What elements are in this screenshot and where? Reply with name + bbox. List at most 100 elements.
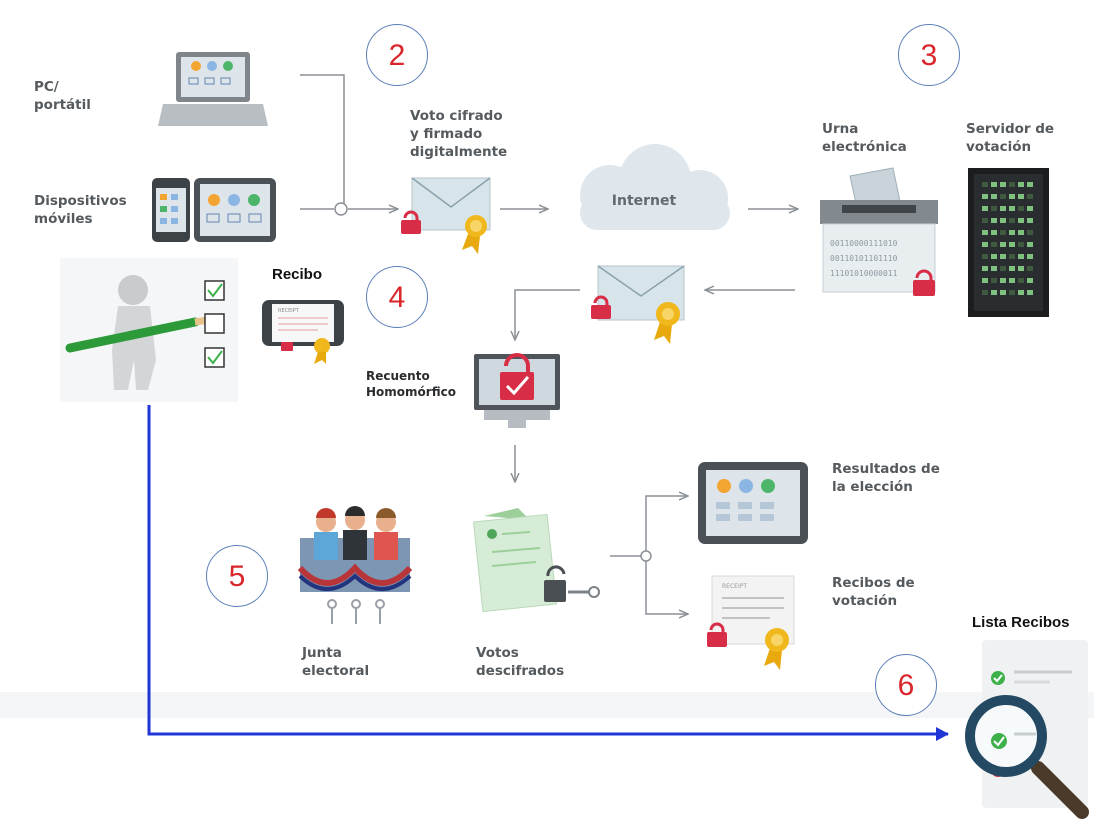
receipt-phone-icon: RECEIPT xyxy=(262,300,344,364)
checkbox-icon xyxy=(204,313,225,334)
people-icon xyxy=(297,506,413,592)
server-led xyxy=(982,242,988,247)
server-led xyxy=(991,206,997,211)
receipt-list-label: Lista Recibos xyxy=(972,614,1070,631)
decrypted-votes-icon xyxy=(472,508,558,613)
mobile-devices-label: Dispositivos móviles xyxy=(34,193,127,227)
server-led xyxy=(982,218,988,223)
server-led xyxy=(1000,254,1006,259)
receipt-word: RECEIPT xyxy=(722,583,747,590)
server-led xyxy=(1027,182,1033,187)
server-led xyxy=(1018,194,1024,199)
server-led xyxy=(991,278,997,283)
lock-icon xyxy=(401,210,421,234)
laptop-icon xyxy=(158,52,268,126)
tablet-icon xyxy=(194,178,276,242)
server-led xyxy=(982,206,988,211)
arrow-to-resultados xyxy=(645,496,688,556)
server-led xyxy=(1009,182,1015,187)
server-led xyxy=(1000,290,1006,295)
server-led xyxy=(1018,242,1024,247)
server-led xyxy=(1009,290,1015,295)
step-number-3: 3 xyxy=(898,24,960,86)
junction-node xyxy=(334,202,348,216)
server-led xyxy=(1000,278,1006,283)
server-led xyxy=(991,290,997,295)
server-led xyxy=(1027,230,1033,235)
ballot-box-label: Urna electrónica xyxy=(822,121,907,155)
arrow-to-recibos xyxy=(645,560,688,614)
server-led xyxy=(1018,230,1024,235)
blue-verification-arrow xyxy=(147,405,949,741)
server-led xyxy=(1018,278,1024,283)
binary-text: 11101010000011 xyxy=(830,269,898,278)
server-led xyxy=(982,278,988,283)
server-led xyxy=(991,230,997,235)
server-led xyxy=(1009,278,1015,283)
results-tablet-icon xyxy=(698,462,808,544)
server-led xyxy=(982,266,988,271)
voting-receipts-label: Recibos de votación xyxy=(832,575,915,609)
server-led xyxy=(1009,230,1015,235)
seal-icon xyxy=(654,302,680,344)
junction-node xyxy=(640,550,652,562)
lock-icon xyxy=(707,622,727,647)
connector-pc xyxy=(300,74,345,209)
receipt-word: RECEIPT xyxy=(278,308,300,314)
decrypted-votes-label: Votos descifrados xyxy=(476,645,565,679)
voting-server-label: Servidor de votación xyxy=(966,121,1055,155)
server-led xyxy=(982,194,988,199)
server-led xyxy=(982,290,988,295)
key-icon xyxy=(568,586,600,598)
step-number-5: 5 xyxy=(206,545,268,607)
server-led xyxy=(1027,194,1033,199)
binary-text: 00110000111010 xyxy=(830,239,898,248)
server-led xyxy=(991,194,997,199)
server-led xyxy=(1018,206,1024,211)
server-led xyxy=(1018,254,1024,259)
server-led xyxy=(991,218,997,223)
server-led xyxy=(1027,242,1033,247)
phone-icon xyxy=(152,178,190,242)
server-led xyxy=(1000,182,1006,187)
server-led xyxy=(1027,254,1033,259)
server-led xyxy=(1027,278,1033,283)
server-led xyxy=(1000,194,1006,199)
key-icon xyxy=(327,599,385,624)
server-led xyxy=(1009,194,1015,199)
server-led xyxy=(1000,230,1006,235)
pc-label: PC/ portátil xyxy=(34,79,91,113)
checkbox-icon xyxy=(204,347,225,368)
seal-icon xyxy=(764,628,789,670)
server-led xyxy=(991,182,997,187)
server-led xyxy=(1027,266,1033,271)
step-number-6: 6 xyxy=(875,654,937,716)
election-results-label: Resultados de la elección xyxy=(832,461,940,495)
server-led xyxy=(991,254,997,259)
server-led xyxy=(1009,254,1015,259)
lock-icon xyxy=(591,295,611,319)
receipt-label: Recibo xyxy=(272,266,323,283)
server-led xyxy=(1009,242,1015,247)
step-number-4: 4 xyxy=(366,266,428,328)
lock-icon xyxy=(913,269,935,296)
internet-label: Internet xyxy=(612,193,677,209)
server-led xyxy=(1009,218,1015,223)
server-led xyxy=(1000,242,1006,247)
server-icon xyxy=(968,168,1049,317)
server-led xyxy=(1027,218,1033,223)
monitor-icon xyxy=(474,353,560,428)
server-led xyxy=(1000,266,1006,271)
server-led xyxy=(1018,290,1024,295)
open-lock-icon xyxy=(544,565,566,602)
server-led xyxy=(1027,206,1033,211)
server-led xyxy=(1018,266,1024,271)
homomorphic-count-label: Recuento Homomórfico xyxy=(366,369,456,399)
ballot-box-icon: 00110000111010 00110101101110 1110101000… xyxy=(820,167,938,293)
seal-icon xyxy=(462,215,487,254)
server-led xyxy=(982,254,988,259)
server-led xyxy=(1018,182,1024,187)
server-led xyxy=(1009,206,1015,211)
